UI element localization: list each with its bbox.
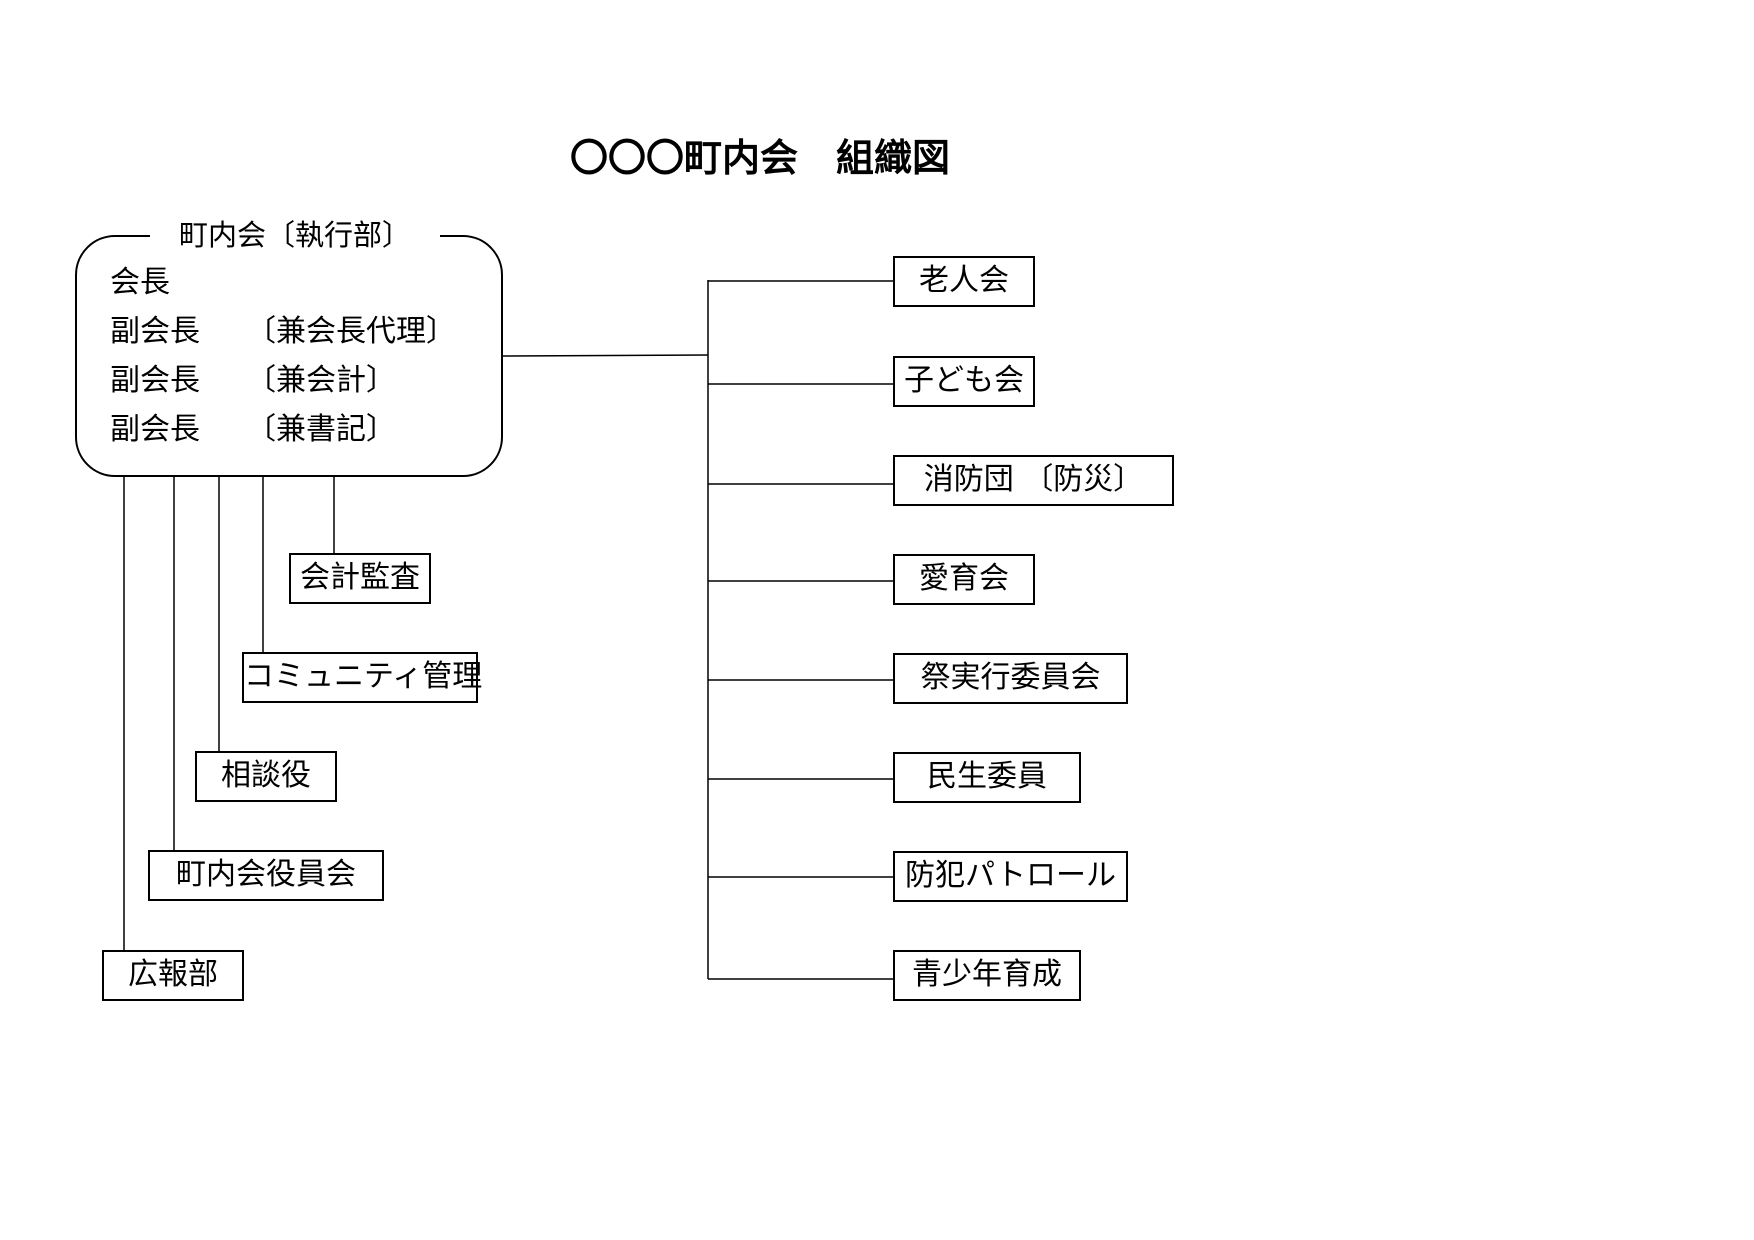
page-title: 〇〇〇町内会 組織図 [570, 136, 951, 180]
role-name: 副会長 [110, 363, 200, 398]
role-note: 〔兼会長代理〕 [246, 314, 456, 349]
role-name: 会長 [110, 265, 170, 300]
right-branch-box: 愛育会 [893, 554, 1035, 605]
right-branch-box: 民生委員 [893, 752, 1081, 803]
right-branch-box: 青少年育成 [893, 950, 1081, 1001]
right-branch-box: 防犯パトロール [893, 851, 1128, 902]
executive-label: 町内会〔執行部〕 [150, 213, 440, 257]
role-note: 〔兼書記〕 [246, 412, 396, 447]
role-name: 副会長 [110, 412, 200, 447]
right-branch-box: 子ども会 [893, 356, 1035, 407]
role-name: 副会長 [110, 314, 200, 349]
right-branch-box: 老人会 [893, 256, 1035, 307]
right-branch-box: 祭実行委員会 [893, 653, 1128, 704]
left-branch-box: コミュニティ管理 [242, 652, 482, 703]
left-branch-box: 会計監査 [289, 553, 431, 604]
role-note: 〔兼会計〕 [246, 363, 396, 398]
left-branch-box: 町内会役員会 [148, 850, 384, 901]
left-branch-box: 広報部 [102, 950, 244, 1001]
connector-exec-trunk [502, 354, 709, 357]
right-branch-box: 消防団 〔防災〕 [893, 455, 1174, 506]
left-branch-box: 相談役 [195, 751, 337, 802]
